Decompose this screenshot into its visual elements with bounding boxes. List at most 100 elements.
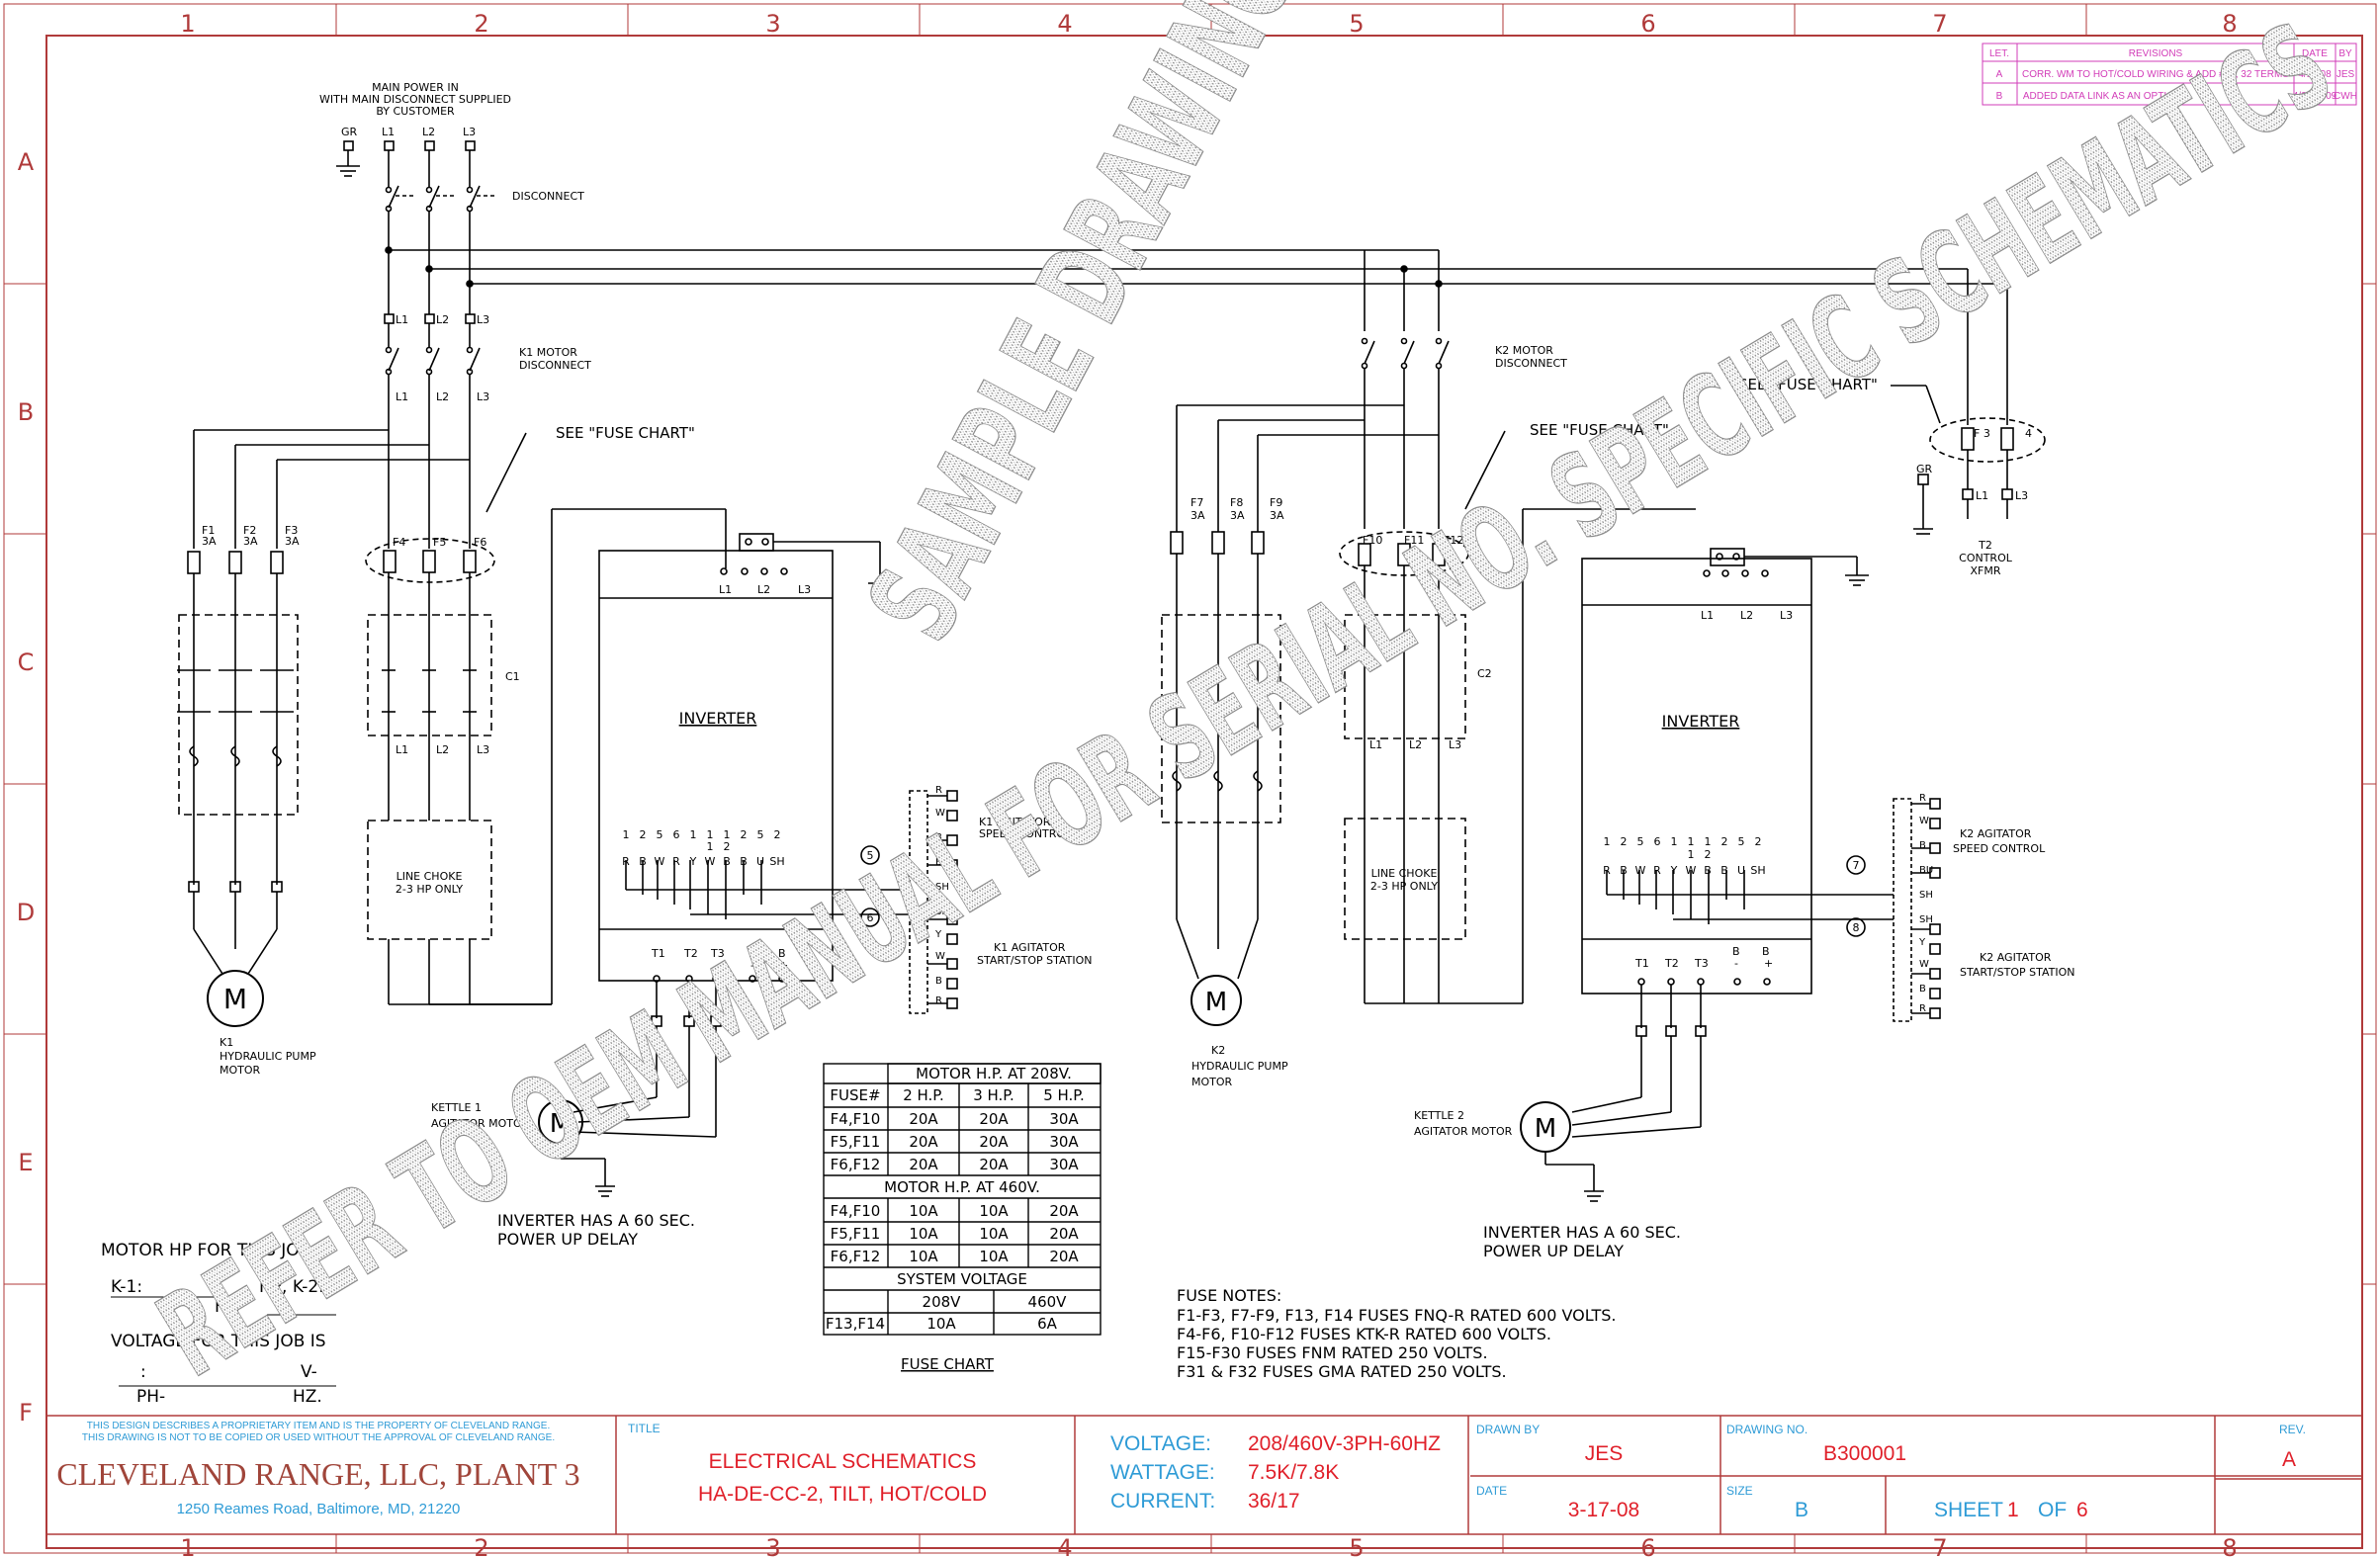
inv2-bottom-b-minus: B [1732,945,1740,958]
fc-sys-6a: 6A [1037,1315,1058,1333]
fuse-note-4: F31 & F32 FUSES GMA RATED 250 VOLTS. [1177,1362,1507,1381]
f3-rating: 3A [285,535,300,548]
k1-station-letter-4: SH [935,882,949,893]
fc-sys-460: 460V [1028,1293,1068,1311]
inv1-signal-color-3: R [672,855,680,868]
schematic-labels: MAIN POWER IN WITH MAIN DISCONNECT SUPPL… [202,81,2075,1260]
k1-speed-1: K1 AGITATOR [979,816,1051,828]
fc-sys-fuse: F13,F14 [826,1315,885,1333]
inv1-top-l1: L1 [719,583,732,596]
tb-sheet-num: 1 [2007,1499,2019,1521]
c2-l1: L1 [1369,738,1382,751]
row-label-E: E [18,1149,33,1176]
fc-h-5hp: 5 H.P. [1043,1086,1085,1104]
c1-l1: L1 [396,743,408,756]
ph-minus-text: PH- [136,1387,165,1407]
tb-title-line1: ELECTRICAL SCHEMATICS [709,1450,977,1473]
inv2-signal-num-9: 2 [1755,835,1762,848]
tb-voltage-label: VOLTAGE: [1110,1432,1211,1455]
k2-hyd-3: MOTOR [1191,1076,1233,1088]
fc-sys-10a: 10A [926,1315,956,1333]
col-label-top-8: 8 [2222,10,2237,38]
f2-rating: 3A [243,535,258,548]
inv1-signal-color-8: U [756,855,764,868]
col-label-bottom-8: 8 [2222,1534,2237,1557]
k1-station-letter-2: B [935,832,942,843]
f10-label: F10 [1363,534,1382,547]
k2-speed-1: K2 AGITATOR [1960,827,2032,840]
k2-station-letter-6: Y [1918,937,1926,948]
inv1-bottom-b-minus: B [749,947,756,960]
circle-5: 5 [867,849,874,862]
inv1-signal-color-6: B [723,855,731,868]
line-choke-1-l2: 2-3 HP ONLY [396,883,463,896]
inv2-signal-color-9: SH [1750,864,1765,877]
inv1-signal-num-3: 6 [673,828,680,841]
f12-label: F12 [1444,534,1463,547]
k1-motor-m: M [223,983,247,1015]
inv1-sign-minus: - [750,959,754,972]
fc-rows_460-r1-c2: 10A [979,1225,1009,1243]
fc-rows_208-r1-c2: 20A [979,1133,1009,1151]
tb-current-label: CURRENT: [1110,1490,1215,1513]
k2-hyd-1: K2 [1211,1044,1225,1057]
fc-rows_460-r0-c2: 10A [979,1202,1009,1220]
line-choke-1-l1: LINE CHOKE [397,870,463,883]
col-label-top-2: 2 [474,10,488,38]
tb-size-value: B [1795,1499,1808,1521]
inv2-signal-color-7: B [1720,864,1728,877]
inv2-signal-color-4: Y [1670,864,1678,877]
rev-b-desc: ADDED DATA LINK AS AN OPTION [2023,91,2181,102]
rev-a-let: A [1996,69,2003,80]
k2-speed-2: SPEED CONTROL [1953,842,2046,855]
inv1-bottom-t3: T3 [710,947,725,960]
row-label-B: B [18,398,34,426]
drawing-border [3,3,2377,1554]
c1-l3: L3 [477,743,489,756]
k1-hyd-3: MOTOR [220,1064,261,1077]
col-label-top-6: 6 [1640,10,1655,38]
inv2-sign-plus: + [1764,957,1773,970]
rev-a-by: JES [2336,69,2355,80]
hz-text: HZ. [293,1387,322,1407]
c2-label: C2 [1477,667,1492,680]
k1-start-2: START/STOP STATION [977,954,1093,967]
tb-drawn-by-label: DRAWN BY [1476,1423,1540,1436]
inverter-1-title: INVERTER [679,709,757,728]
tb-drawing-no-value: B300001 [1823,1442,1906,1465]
inv1-signal-num-1: 2 [640,828,647,841]
t2-1: T2 [1978,539,1992,552]
k1-l3-b: L3 [477,390,489,403]
f9-label: F9 [1270,496,1282,509]
inv1-signal-num-9: 2 [774,828,781,841]
watermark-sample-drawing: SAMPLE DRAWING [841,0,1322,661]
wiring [177,140,2046,1202]
f1-label: F1 [202,524,215,537]
fuse-note-1: F1-F3, F7-F9, F13, F14 FUSES FNQ-R RATED… [1177,1306,1616,1325]
inv1-sign-plus: + [779,959,788,972]
rev-header-by: BY [2338,48,2352,59]
fc-section-460: MOTOR H.P. AT 460V. [884,1178,1040,1196]
main-power-line3: BY CUSTOMER [376,105,455,118]
fuse-chart-table: MOTOR H.P. AT 208V. FUSE# 2 H.P. 3 H.P. … [823,1063,1102,1373]
inv1-signal-color-0: R [622,855,630,868]
inv2-signal-num-3: 6 [1654,835,1661,848]
inv1-bottom-t2: T2 [683,947,698,960]
fc-sys-208: 208V [923,1293,962,1311]
main-l3: L3 [463,126,476,138]
inv2-top-l1: L1 [1701,609,1714,622]
row-label-D: D [17,899,35,926]
border-column-ticks [4,4,2376,1553]
inv1-signal-color-2: W [655,855,665,868]
inv2-top-l3: L3 [1780,609,1793,622]
v-minus-text: V- [301,1362,317,1382]
fc-rows_460-r1-c0: F5,F11 [831,1225,881,1243]
inv2-signal-num-8: 5 [1738,835,1745,848]
inv2-signal-num-6: 1 [1705,835,1712,848]
f9-rating: 3A [1270,509,1284,522]
voltage-job-text: VOLTAGE FOR THIS JOB IS [111,1332,326,1351]
tb-drawn-by-value: JES [1585,1442,1624,1465]
